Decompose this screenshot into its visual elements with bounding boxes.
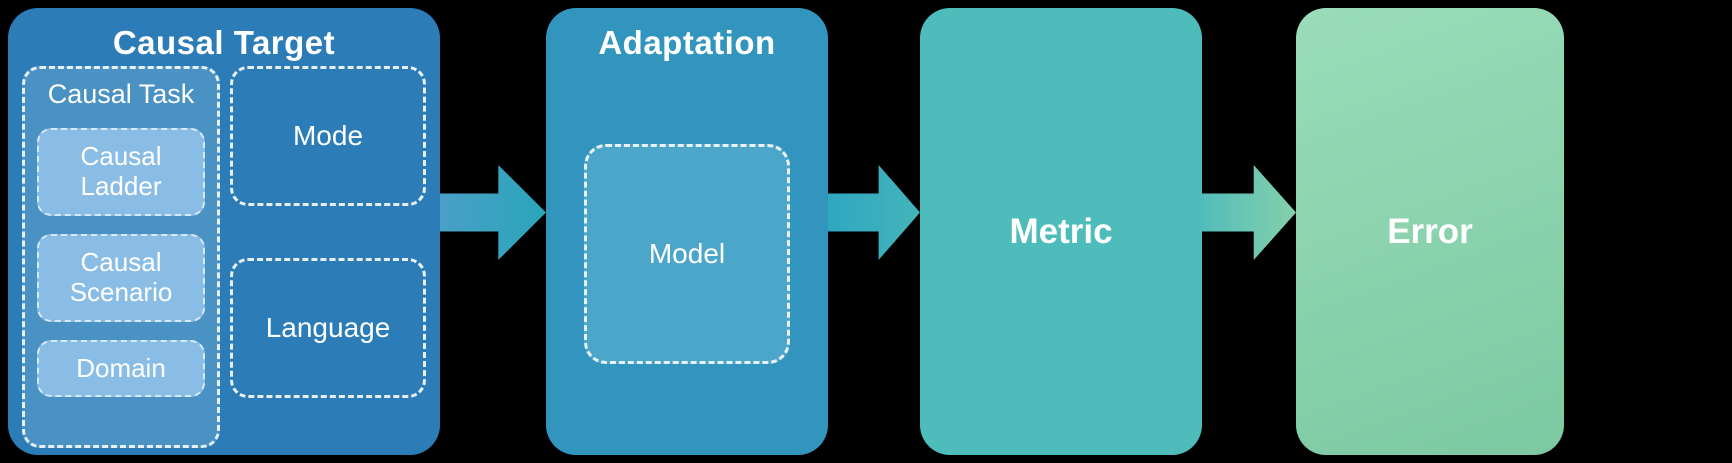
mode-label: Mode — [292, 120, 364, 151]
causal-target-block: Causal Target Causal Task Causal Ladder … — [8, 8, 440, 455]
flow-arrow-3 — [1202, 165, 1296, 260]
metric-block: Metric — [920, 8, 1202, 455]
model-box: Model — [584, 144, 790, 364]
causal-target-title: Causal Target — [112, 24, 336, 61]
causal-task-title: Causal Task — [47, 79, 195, 109]
causal-ladder-box: Causal Ladder — [37, 128, 205, 216]
flow-arrow-1 — [440, 165, 546, 260]
error-title: Error — [1387, 211, 1473, 251]
flow-arrow-2 — [828, 165, 920, 260]
error-block: Error — [1296, 8, 1564, 455]
language-label: Language — [265, 312, 391, 343]
causal-scenario-box: Causal Scenario — [37, 233, 205, 322]
causal-task-panel: Causal Task Causal Ladder Causal Scenari… — [22, 66, 220, 448]
mode-box: Mode — [230, 66, 426, 206]
metric-title: Metric — [1009, 211, 1113, 251]
model-label: Model — [648, 238, 726, 269]
adaptation-title: Adaptation — [598, 24, 776, 61]
adaptation-block: Adaptation Model — [546, 8, 828, 455]
domain-box: Domain — [37, 339, 205, 398]
language-box: Language — [230, 258, 426, 398]
